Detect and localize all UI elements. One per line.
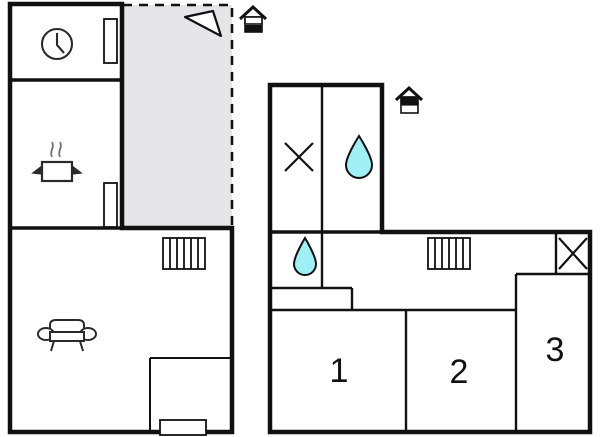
alcove-outline [149,357,232,432]
room-label-3: 3 [546,331,565,369]
cross-icon-wc [284,142,314,172]
sofa-icon [37,319,97,352]
water-drop-icon-lower [292,236,318,276]
left-building-doors [103,18,207,436]
left-outer-wall [7,1,235,435]
entrance-icon-left [238,4,268,33]
cooking-pot-icon [31,141,83,183]
room-label-1: 1 [330,352,349,390]
terrace-dashed-boundary [123,3,234,228]
terrace-fill [123,5,232,228]
cross-icon-corner [558,237,588,270]
water-drop-icon-upper [344,134,374,179]
living-room-alcove [149,357,232,432]
room-label-2: 2 [450,353,469,391]
parasol-icon [183,9,223,38]
right-outer-wall [267,82,593,435]
radiator-icon-left [162,237,206,270]
entrance-icon-right [394,85,424,114]
left-building-walls [7,1,235,435]
washing-machine-icon [40,27,74,61]
right-building-walls [267,82,593,435]
right-building-partitions [270,86,590,432]
door-lower-left [103,182,118,228]
door-upper-left [103,18,118,64]
radiator-icon-right [427,237,471,270]
terrace-area [123,3,234,228]
door-bottom [159,419,207,436]
